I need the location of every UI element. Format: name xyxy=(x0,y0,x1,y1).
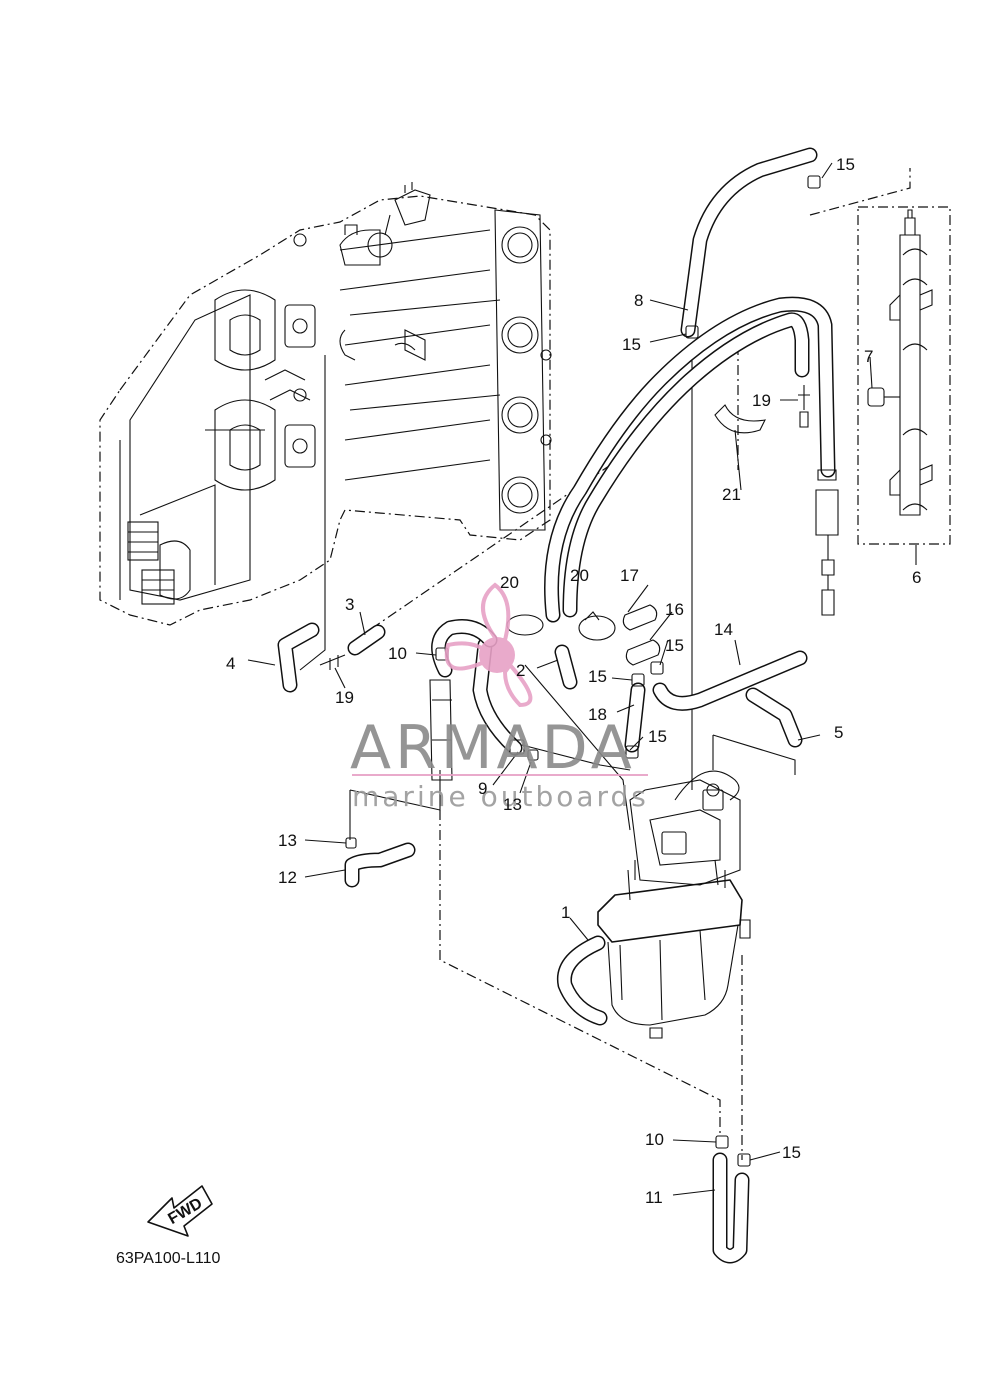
callout-8: 8 xyxy=(634,291,643,310)
propeller-logo-icon xyxy=(444,582,533,708)
callout-16: 16 xyxy=(665,600,684,619)
callout-15: 15 xyxy=(782,1143,801,1162)
fwd-arrow-icon: FWD xyxy=(147,1185,213,1237)
callout-10: 10 xyxy=(645,1130,664,1149)
intake-manifold-drawing xyxy=(99,182,552,626)
callout-3: 3 xyxy=(345,595,354,614)
callout-13: 13 xyxy=(278,831,297,850)
armada-watermark: ARMADA marine outboards xyxy=(350,582,649,813)
callout-2: 2 xyxy=(516,661,525,680)
callout-20: 20 xyxy=(500,573,519,592)
callout-15: 15 xyxy=(665,636,684,655)
watermark-brand: ARMADA xyxy=(350,713,636,783)
leader-lines xyxy=(247,162,917,1196)
drawing-code: 63PA100-L110 xyxy=(116,1250,220,1267)
callout-10: 10 xyxy=(388,644,407,663)
callout-6: 6 xyxy=(912,568,921,587)
callout-4: 4 xyxy=(226,654,235,673)
callout-19: 19 xyxy=(752,391,771,410)
callout-19: 19 xyxy=(335,688,354,707)
callout-labels: 15 8 15 7 19 21 6 20 17 20 16 3 14 15 10… xyxy=(226,155,921,1207)
watermark-tagline: marine outboards xyxy=(352,780,649,813)
fuel-rail-assembly xyxy=(857,206,951,545)
callout-15: 15 xyxy=(836,155,855,174)
callout-15: 15 xyxy=(588,667,607,686)
hoses xyxy=(277,147,836,1264)
callout-18: 18 xyxy=(588,705,607,724)
callout-15: 15 xyxy=(622,335,641,354)
callout-21: 21 xyxy=(722,485,741,504)
vapor-separator-tank xyxy=(597,770,743,1026)
callout-17: 17 xyxy=(620,566,639,585)
callout-14: 14 xyxy=(714,620,733,639)
assembly-boundary-lines xyxy=(299,168,911,1160)
callout-9: 9 xyxy=(478,779,487,798)
callout-1: 1 xyxy=(561,903,570,922)
callout-15: 15 xyxy=(648,727,667,746)
callout-7: 7 xyxy=(864,347,873,366)
callout-20: 20 xyxy=(570,566,589,585)
watermark-rule xyxy=(352,774,648,776)
callout-12: 12 xyxy=(278,868,297,887)
callout-13: 13 xyxy=(503,795,522,814)
callout-11: 11 xyxy=(645,1188,663,1207)
callout-5: 5 xyxy=(834,723,843,742)
